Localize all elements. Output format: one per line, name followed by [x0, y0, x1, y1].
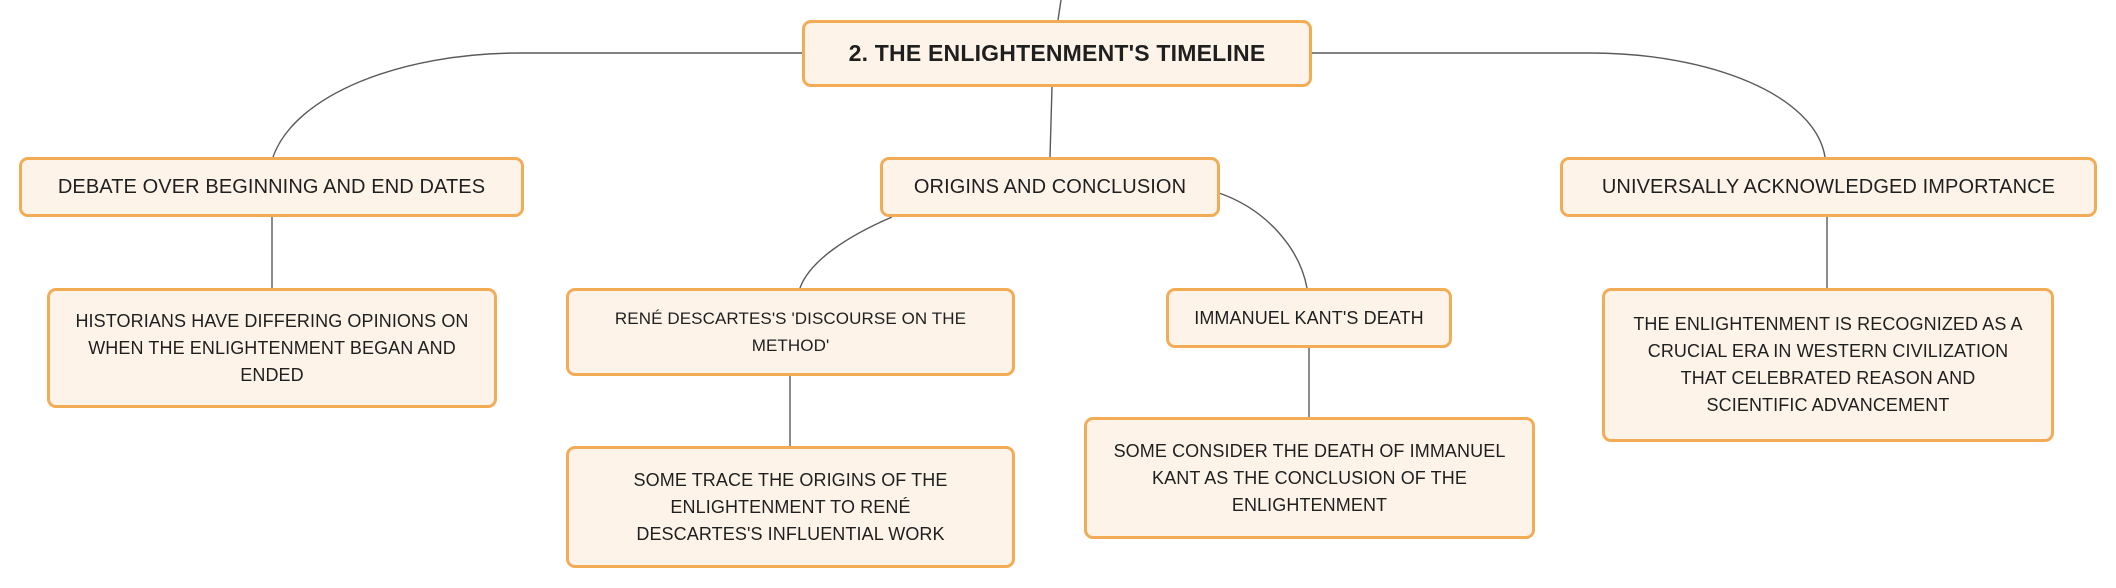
subtopic-node-descartes[interactable]: RENÉ DESCARTES'S 'DISCOURSE ON THE METHO… [566, 288, 1015, 376]
connector-origins-to-kant [1218, 192, 1308, 289]
leaf-node-descartes-origins[interactable]: SOME TRACE THE ORIGINS OF THE ENLIGHTENM… [566, 446, 1015, 568]
leaf-node-historians[interactable]: HISTORIANS HAVE DIFFERING OPINIONS ON WH… [47, 288, 497, 408]
connector-root-to-importance [1312, 52, 1826, 158]
subtopic-node-kant[interactable]: IMMANUEL KANT'S DEATH [1166, 288, 1452, 348]
root-topic-label: 2. THE ENLIGHTENMENT'S TIMELINE [848, 40, 1266, 66]
branch-node-origins[interactable]: ORIGINS AND CONCLUSION [880, 157, 1220, 217]
leaf-node-kant-conclusion[interactable]: SOME CONSIDER THE DEATH OF IMMANUEL KANT… [1084, 417, 1535, 539]
leaf-node-importance[interactable]: THE ENLIGHTENMENT IS RECOGNIZED AS A CRU… [1602, 288, 2054, 442]
branch-label-dates: DEBATE OVER BEGINNING AND END DATES [57, 175, 486, 198]
branch-node-dates[interactable]: DEBATE OVER BEGINNING AND END DATES [19, 157, 524, 217]
subtopic-label-descartes: RENÉ DESCARTES'S 'DISCOURSE ON THE METHO… [614, 309, 967, 355]
connector-root-to-origins [1049, 86, 1053, 158]
branch-node-importance[interactable]: UNIVERSALLY ACKNOWLEDGED IMPORTANCE [1560, 157, 2097, 217]
subtopic-label-kant: IMMANUEL KANT'S DEATH [1194, 307, 1424, 328]
leaf-label-descartes-origins: SOME TRACE THE ORIGINS OF THE ENLIGHTENM… [633, 469, 948, 544]
connector-root-to-dates [272, 52, 802, 158]
branch-label-importance: UNIVERSALLY ACKNOWLEDGED IMPORTANCE [1601, 175, 2056, 198]
branch-label-origins: ORIGINS AND CONCLUSION [913, 175, 1187, 198]
leaf-label-importance: THE ENLIGHTENMENT IS RECOGNIZED AS A CRU… [1633, 314, 2023, 415]
connector-from-parent [1057, 0, 1062, 21]
leaf-label-kant-conclusion: SOME CONSIDER THE DEATH OF IMMANUEL KANT… [1113, 440, 1506, 515]
root-topic-node[interactable]: 2. THE ENLIGHTENMENT'S TIMELINE [802, 20, 1312, 87]
connector-origins-to-descartes [799, 216, 893, 289]
leaf-label-historians: HISTORIANS HAVE DIFFERING OPINIONS ON WH… [75, 310, 469, 385]
